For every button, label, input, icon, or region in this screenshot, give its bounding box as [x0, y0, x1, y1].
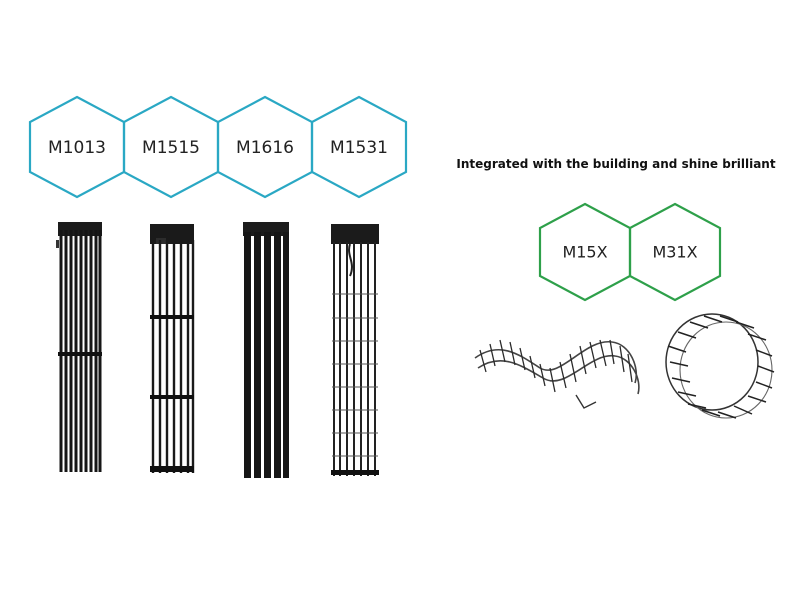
tagline: Integrated with the building and shine b… — [456, 157, 775, 171]
cyan-hex-row — [28, 95, 408, 199]
cylinder-mesh — [665, 313, 775, 419]
hex-label-m31x: M31X — [652, 243, 697, 262]
hex-label-m15x: M15X — [562, 243, 607, 262]
hex-m31x — [628, 202, 722, 302]
hex-label-m1616: M1616 — [236, 138, 294, 158]
mesh-panel-m1013 — [56, 222, 102, 472]
hex-m1531 — [310, 95, 408, 199]
curved-wave-mesh — [474, 339, 640, 409]
green-hex-row — [538, 202, 722, 302]
hex-label-m1515: M1515 — [142, 138, 200, 158]
hex-label-m1531: M1531 — [330, 138, 388, 158]
mesh-panel-m1515 — [150, 224, 195, 473]
mesh-panel-m1531 — [331, 224, 379, 476]
mesh-panel-m1616 — [243, 222, 289, 478]
hex-label-m1013: M1013 — [48, 138, 106, 158]
